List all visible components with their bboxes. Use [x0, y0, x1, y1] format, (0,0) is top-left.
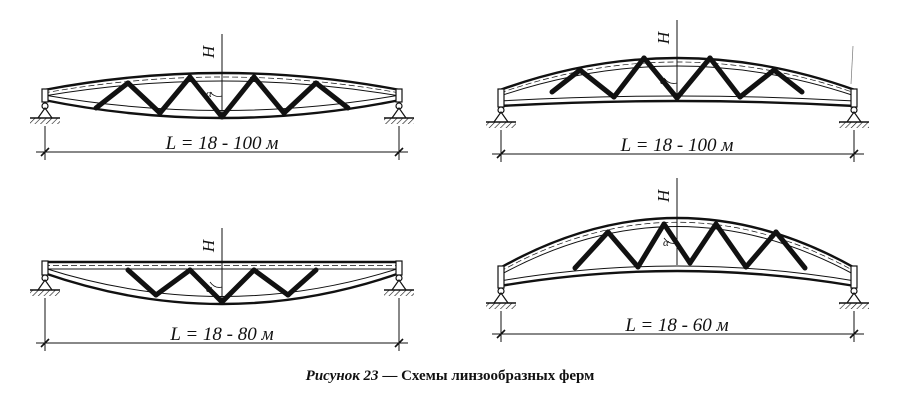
truss-panel-bottom-right: H α L = 18 - 60 м [486, 178, 869, 342]
angle-label: α [206, 88, 212, 100]
angle-arc [209, 281, 223, 288]
edge-mark [850, 45, 854, 85]
web-members [572, 221, 808, 271]
span-dimension [36, 298, 408, 351]
web-members [125, 267, 319, 305]
bottom-chord [499, 99, 856, 108]
angle-label: α [206, 283, 212, 295]
end-post-left [41, 260, 49, 276]
end-post-left [497, 265, 505, 289]
angle-label: α [663, 237, 669, 249]
figure-caption: Рисунок 23 — Схемы линзообразных ферм [0, 368, 900, 385]
web-members [93, 74, 351, 120]
support-left [30, 102, 60, 124]
end-post-right [395, 88, 403, 103]
span-label: L = 18 - 100 м [165, 133, 279, 154]
web-members [549, 55, 805, 101]
caption-text: — Схемы линзообразных ферм [382, 368, 595, 384]
span-label: L = 18 - 60 м [624, 315, 728, 336]
angle-label: α [660, 75, 666, 87]
angle-arc [209, 91, 223, 97]
truss-panel-bottom-left: H α L = 18 - 80 м [30, 228, 414, 351]
support-right [384, 274, 414, 296]
support-left [486, 287, 516, 309]
support-left [30, 274, 60, 296]
span-dimension [492, 130, 864, 162]
span-dimension [36, 126, 408, 160]
support-left [486, 106, 516, 128]
bottom-chord-inner [499, 265, 856, 282]
height-label: H [199, 44, 218, 59]
span-label: L = 18 - 100 м [620, 135, 734, 156]
bottom-chord [499, 269, 856, 288]
end-post-left [41, 88, 49, 103]
support-right [839, 106, 869, 128]
support-right [839, 287, 869, 309]
span-label: L = 18 - 80 м [169, 324, 273, 345]
end-post-right [850, 265, 858, 289]
truss-panel-top-right: H α L = 18 - 100 м [486, 20, 869, 162]
end-post-right [395, 260, 403, 276]
height-label: H [654, 188, 673, 203]
height-label: H [654, 30, 673, 45]
support-right [384, 102, 414, 124]
top-chord-axis [43, 76, 401, 94]
angle-arc [663, 77, 678, 84]
end-post-right [850, 88, 858, 108]
span-dimension [492, 311, 864, 342]
angle-arc [663, 237, 678, 244]
caption-number: Рисунок 23 [305, 368, 379, 384]
truss-panel-top-left: H α L = 18 - 100 м [30, 34, 414, 160]
height-label: H [199, 238, 218, 253]
end-post-left [497, 88, 505, 108]
